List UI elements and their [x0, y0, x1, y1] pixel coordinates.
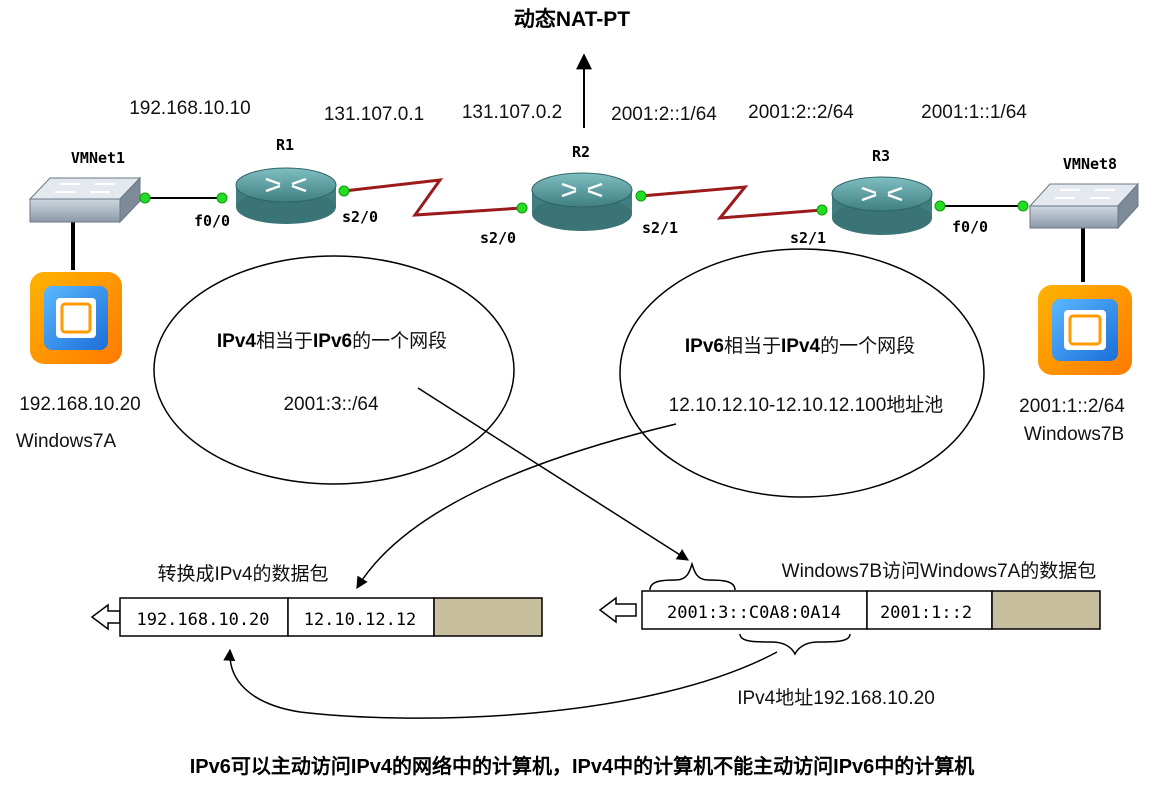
left-direction-arrow-icon — [90, 603, 121, 631]
addr-r2-s20: 131.107.0.2 — [462, 102, 562, 123]
port-dot-r3-s21 — [816, 204, 828, 216]
vmware-host-right-icon — [1038, 285, 1132, 375]
brace-ipv4-bottom — [739, 633, 851, 656]
router-r1-icon — [235, 167, 337, 224]
port-dot-r2-s20 — [516, 202, 528, 214]
port-dot-vmnet8 — [1017, 200, 1029, 212]
original-dst-ip: 2001:3::C0A8:0A14 — [667, 603, 841, 623]
host-right-ip: 2001:1::2/64 — [1019, 396, 1125, 417]
brace-prefix-top — [649, 561, 736, 591]
port-dot-vmnet1 — [139, 192, 151, 204]
switch-vmnet8-label: VMNet8 — [1063, 155, 1117, 173]
link-r1-r2-serial — [343, 178, 523, 217]
arrow-prefix-to-packet — [417, 387, 690, 561]
original-src-field — [866, 590, 993, 630]
link-r2-r3-serial — [640, 185, 823, 220]
switch-vmnet1-label: VMNet1 — [71, 149, 125, 167]
converted-packet-label: 转换成IPv4的数据包 — [157, 563, 328, 585]
host-left-name: Windows7A — [16, 431, 117, 452]
switch-vmnet1-icon — [28, 176, 142, 224]
port-dots — [139, 185, 1029, 216]
vmware-host-left-icon — [30, 272, 122, 364]
addr-r3-lan: 2001:1::1/64 — [921, 102, 1027, 123]
router-r2-icon — [531, 172, 633, 231]
router-r2-label: R2 — [572, 143, 590, 161]
addr-r2-s21: 2001:2::1/64 — [611, 104, 717, 125]
addr-r1-s20: 131.107.0.1 — [324, 104, 424, 125]
converted-dst-ip: 192.168.10.20 — [136, 610, 269, 630]
port-dot-r1-s20 — [338, 185, 350, 197]
iface-r2-s21: s2/1 — [642, 219, 678, 237]
ellipse-ipv4-segment — [153, 255, 515, 485]
original-packet-label: Windows7B访问Windows7A的数据包 — [782, 560, 1097, 582]
original-src-ip: 2001:1::2 — [880, 603, 972, 623]
original-dst-field — [641, 590, 868, 630]
iface-r1-f00: f0/0 — [194, 212, 230, 230]
converted-src-field — [287, 597, 435, 637]
router-r3-label: R3 — [872, 147, 890, 165]
iface-r3-f00: f0/0 — [952, 218, 988, 236]
right-direction-arrow-icon — [598, 596, 637, 624]
footer-caption: IPv6可以主动访问IPv4的网络中的计算机，IPv4中的计算机不能主动访问IP… — [190, 754, 975, 778]
diagram-title: 动态NAT-PT — [514, 7, 630, 31]
arrow-ipv4-to-converted — [223, 648, 778, 719]
switch-vmnet8-icon — [1028, 182, 1140, 230]
ellipse-left-prefix: 2001:3::/64 — [283, 394, 379, 415]
ellipse-right-title: IPv6相当于IPv4的一个网段 — [685, 335, 915, 357]
original-payload-field — [991, 590, 1101, 630]
ellipse-left-title: IPv4相当于IPv6的一个网段 — [217, 330, 447, 352]
ellipse-right-pool: 12.10.12.10-12.10.12.100地址池 — [669, 394, 944, 416]
port-dot-r3-f00 — [934, 200, 946, 212]
router-r1-label: R1 — [276, 136, 294, 154]
ellipse-ipv6-segment — [619, 248, 985, 498]
iface-r2-s20: s2/0 — [480, 229, 516, 247]
router-r3-icon — [831, 176, 933, 235]
arrow-pool-to-packet — [356, 423, 677, 590]
addr-r1-lan: 192.168.10.10 — [129, 98, 251, 119]
converted-src-ip: 12.10.12.12 — [304, 610, 417, 630]
iface-r3-s21: s2/1 — [790, 229, 826, 247]
converted-payload-field — [433, 597, 543, 637]
host-right-name: Windows7B — [1024, 424, 1124, 445]
ipv4-embedded-note: IPv4地址192.168.10.20 — [737, 687, 935, 709]
port-dot-r2-s21 — [635, 190, 647, 202]
converted-dst-field — [119, 597, 289, 637]
iface-r1-s20: s2/0 — [342, 208, 378, 226]
port-dot-r1-f00 — [216, 192, 228, 204]
addr-r3-s21: 2001:2::2/64 — [748, 102, 854, 123]
host-left-ip: 192.168.10.20 — [19, 394, 141, 415]
